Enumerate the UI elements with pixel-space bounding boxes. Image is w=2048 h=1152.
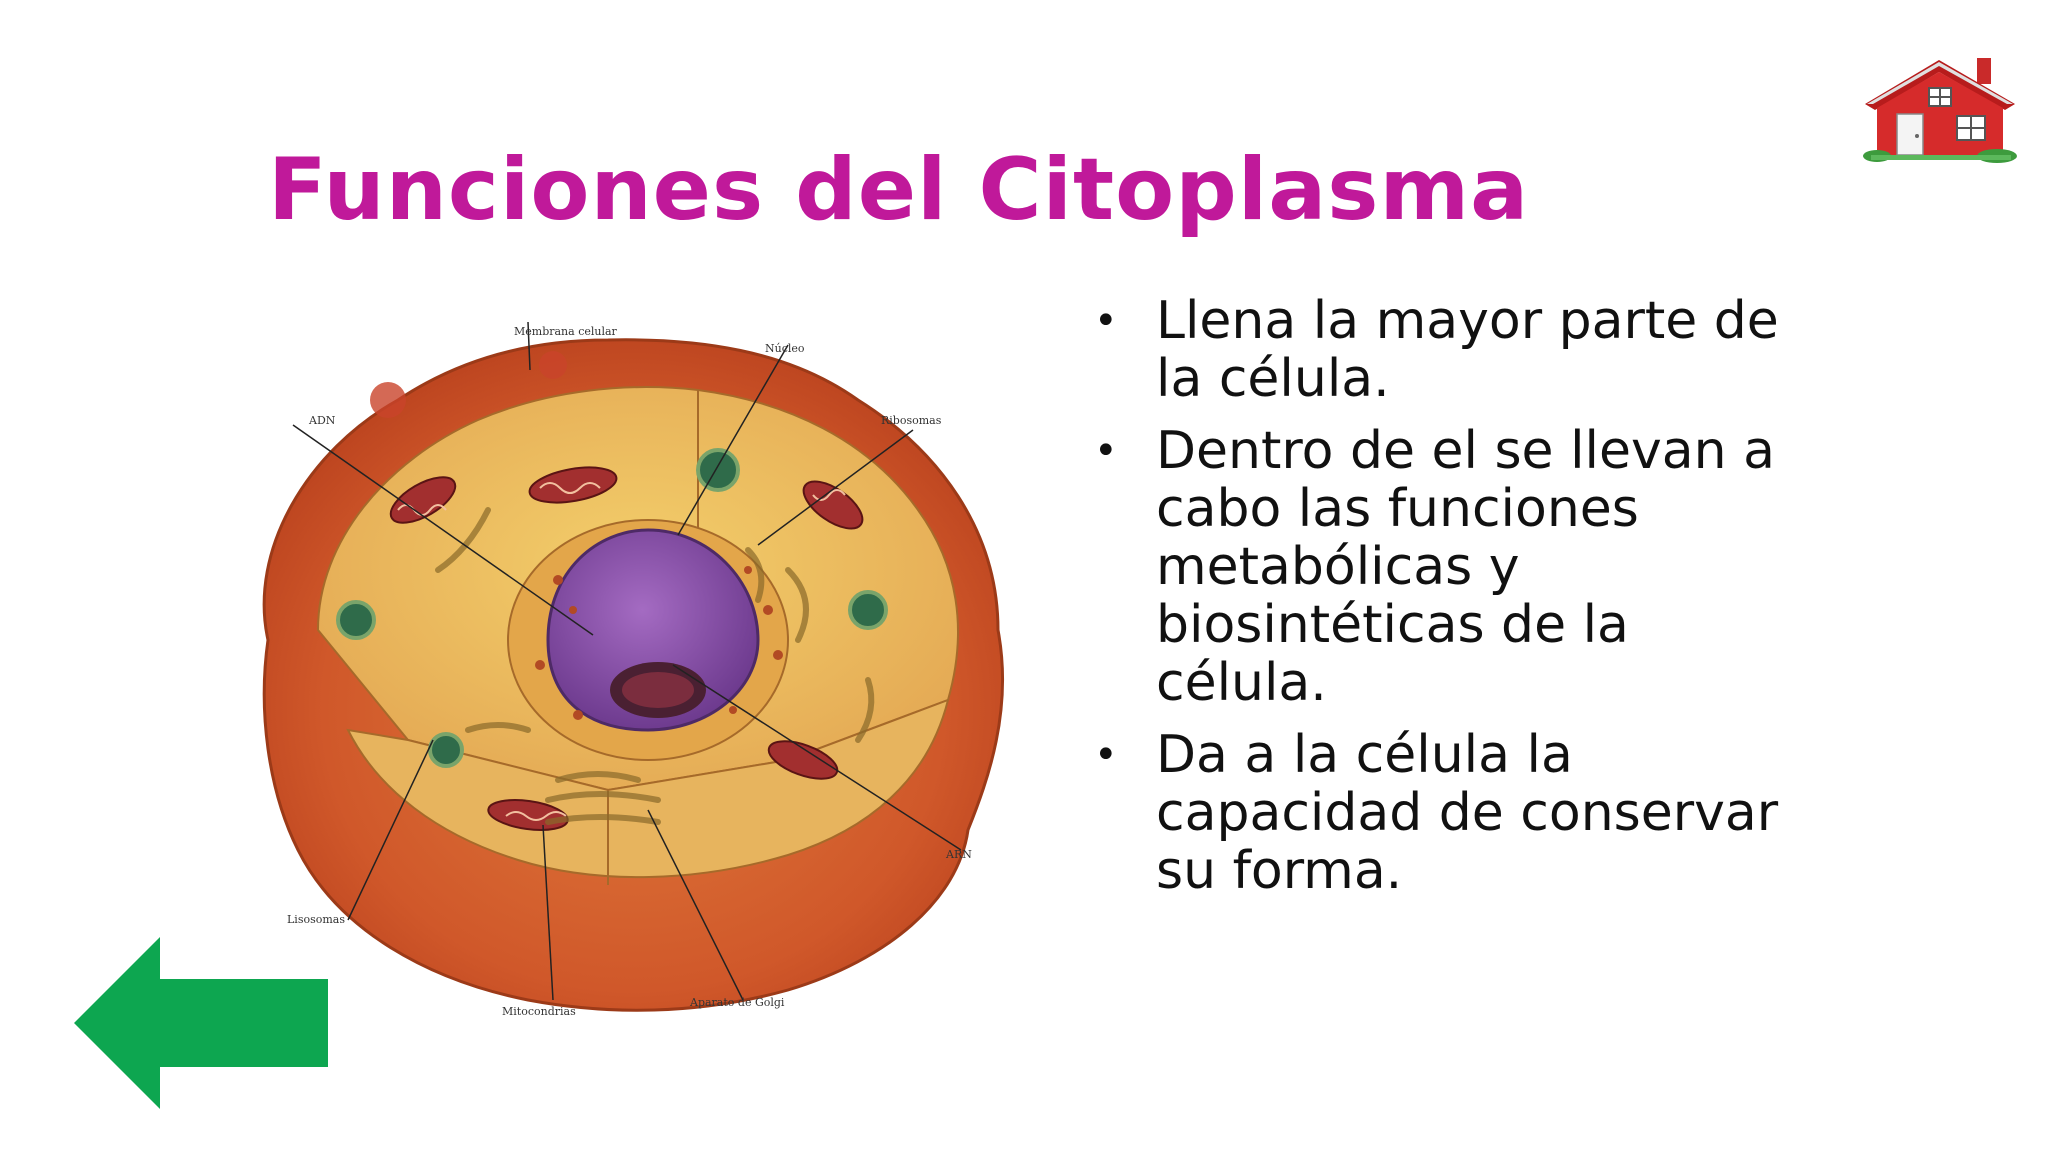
- list-item: • Da a la célula la capacidad de conserva…: [1092, 726, 1812, 900]
- list-item: • Llena la mayor parte de la célula.: [1092, 292, 1812, 408]
- bullet-text: Llena la mayor parte de la célula.: [1156, 291, 1779, 409]
- label-membrana: Membrana celular: [514, 325, 617, 338]
- house-icon: [1857, 52, 2022, 165]
- back-button[interactable]: [74, 937, 330, 1109]
- bullet-text: Dentro de el se llevan a cabo las funcio…: [1156, 421, 1775, 713]
- label-golgi: Aparato de Golgi: [690, 996, 785, 1009]
- label-adn: ADN: [309, 414, 336, 427]
- slide-title: Funciones del Citoplasma: [268, 140, 1530, 240]
- list-item: • Dentro de el se llevan a cabo las funci…: [1092, 422, 1812, 712]
- label-lisosomas: Lisosomas: [287, 913, 345, 926]
- label-ribosomas: Ribosomas: [881, 414, 942, 427]
- bullet-icon: •: [1094, 732, 1118, 778]
- bullet-text: Da a la célula la capacidad de conservar…: [1156, 725, 1779, 901]
- label-nucleo: Núcleo: [765, 342, 805, 355]
- left-arrow-icon: [74, 937, 328, 1109]
- bullet-list: • Llena la mayor parte de la célula. • Den…: [1092, 292, 1812, 914]
- animal-cell-illustration: [262, 321, 1005, 1012]
- cell-diagram: Membrana celular Núcleo ADN Ribosomas AR…: [228, 310, 1018, 1030]
- label-arn: ARN: [946, 848, 972, 861]
- bullet-icon: •: [1094, 298, 1118, 344]
- bullet-icon: •: [1094, 428, 1118, 474]
- home-button[interactable]: [1857, 52, 2022, 165]
- label-mitocondrias: Mitocondrias: [502, 1005, 576, 1018]
